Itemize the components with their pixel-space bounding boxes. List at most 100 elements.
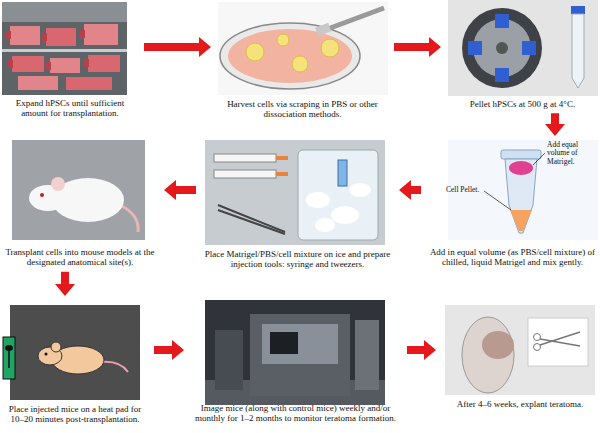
arrow-shape <box>394 37 441 57</box>
step-panel: Place Matrigel/PBS/cell mixture on ice a… <box>200 140 395 270</box>
illustration-shape <box>448 0 598 96</box>
illustration-shape <box>306 192 330 208</box>
arrow-shape <box>545 113 565 136</box>
illustration-shape <box>246 43 264 61</box>
illustration-shape <box>315 23 331 36</box>
illustration-shape <box>277 34 289 46</box>
arrow-shape <box>407 340 436 360</box>
arrow-shape <box>399 180 421 200</box>
mouse-photo <box>12 140 145 240</box>
step-panel: Place injected mice on a heat pad for 10… <box>0 300 150 425</box>
illustration-shape <box>325 8 384 30</box>
callout-label: Add equal volume of Matrigel. <box>547 141 597 166</box>
illustration-shape <box>484 191 511 210</box>
illustration-shape <box>349 183 371 197</box>
illustration-shape <box>505 159 537 233</box>
illustration-shape <box>214 170 276 178</box>
flow-arrow <box>164 180 196 200</box>
illustration-shape <box>45 353 48 356</box>
illustration-shape <box>84 59 89 67</box>
flow-arrow <box>394 37 441 57</box>
illustration-shape <box>46 28 76 46</box>
illustration-shape <box>88 55 120 72</box>
step-caption: Harvest cells via scraping in PBS or oth… <box>215 98 390 120</box>
ice-bucket-photo <box>205 140 385 245</box>
illustration-shape <box>528 318 588 366</box>
imaging-room-photo <box>205 300 385 405</box>
illustration-shape <box>462 8 542 88</box>
flow-arrow <box>545 113 565 136</box>
step-panel: Expand hPSCs until sufficient amount for… <box>0 2 140 119</box>
illustration-shape <box>540 339 580 346</box>
illustration-shape <box>2 49 127 52</box>
illustration-shape <box>355 320 379 390</box>
illustration-shape <box>315 218 335 232</box>
illustration-shape <box>66 77 112 90</box>
step-caption: Expand hPSCs until sufficient amount for… <box>0 97 140 119</box>
illustration-shape <box>250 314 350 396</box>
illustration-shape <box>100 362 128 372</box>
illustration-shape <box>80 30 85 38</box>
illustration-shape <box>8 350 10 368</box>
illustration-shape <box>321 39 339 57</box>
illustration-shape <box>214 154 276 162</box>
illustration-shape <box>534 334 541 341</box>
callout-label: Cell Pellet. <box>446 186 479 194</box>
illustration-shape <box>218 210 285 234</box>
arrow-shape <box>55 272 75 296</box>
illustration-shape <box>533 153 545 165</box>
illustration-shape <box>510 210 532 231</box>
step-panel: Transplant cells into mouse models at th… <box>0 140 160 268</box>
illustration-shape <box>262 324 338 364</box>
illustration-shape <box>10 26 40 45</box>
step-caption: Place injected mice on a heat pad for 10… <box>0 403 150 425</box>
illustration-shape <box>218 205 285 232</box>
illustration-shape <box>220 23 360 89</box>
illustration-shape <box>8 60 13 68</box>
illustration-shape <box>445 305 595 395</box>
illustration-shape <box>2 2 127 22</box>
illustration-shape <box>120 205 138 232</box>
illustration-shape <box>51 177 65 191</box>
illustration-shape <box>205 300 385 405</box>
illustration-shape <box>51 342 61 352</box>
illustration-shape <box>495 68 509 82</box>
step-caption: Image mice (along with control mice) wee… <box>188 402 403 424</box>
illustration-shape <box>6 31 11 39</box>
teratoma-photo <box>445 305 595 395</box>
illustration-shape <box>10 305 140 400</box>
illustration-shape <box>496 42 508 54</box>
illustration-shape <box>218 2 388 95</box>
illustration-shape <box>46 62 51 70</box>
arrow-shape <box>144 37 211 57</box>
illustration-shape <box>205 140 385 245</box>
illustration-shape <box>276 156 288 160</box>
step-panel: Pellet hPSCs at 500 g at 4°C. <box>445 0 600 109</box>
step-caption: After 4–6 weeks, explant teratoma. <box>440 398 600 409</box>
illustration-shape <box>18 76 58 90</box>
illustration-shape <box>540 332 580 345</box>
illustration-shape <box>215 330 243 390</box>
illustration-shape <box>292 56 308 72</box>
step-panel: After 4–6 weeks, explant teratoma. <box>440 300 600 409</box>
step-caption: Pellet hPSCs at 500 g at 4°C. <box>445 98 600 109</box>
illustration-shape <box>2 2 127 95</box>
illustration-shape <box>501 150 541 159</box>
illustration-shape <box>50 58 80 73</box>
flow-arrow <box>55 272 75 296</box>
flow-arrow <box>407 340 436 360</box>
illustration-shape <box>298 150 378 240</box>
illustration-shape <box>462 317 514 393</box>
illustration-shape <box>228 29 352 83</box>
illustration-shape <box>468 41 482 55</box>
illustration-shape <box>534 344 541 351</box>
arrow-shape <box>154 340 184 360</box>
centrifuge-photo <box>448 0 598 96</box>
illustration-shape <box>572 14 584 88</box>
flow-arrow <box>154 340 184 360</box>
illustration-shape <box>338 160 347 186</box>
petri-dish <box>218 2 388 95</box>
illustration-shape <box>571 6 585 14</box>
